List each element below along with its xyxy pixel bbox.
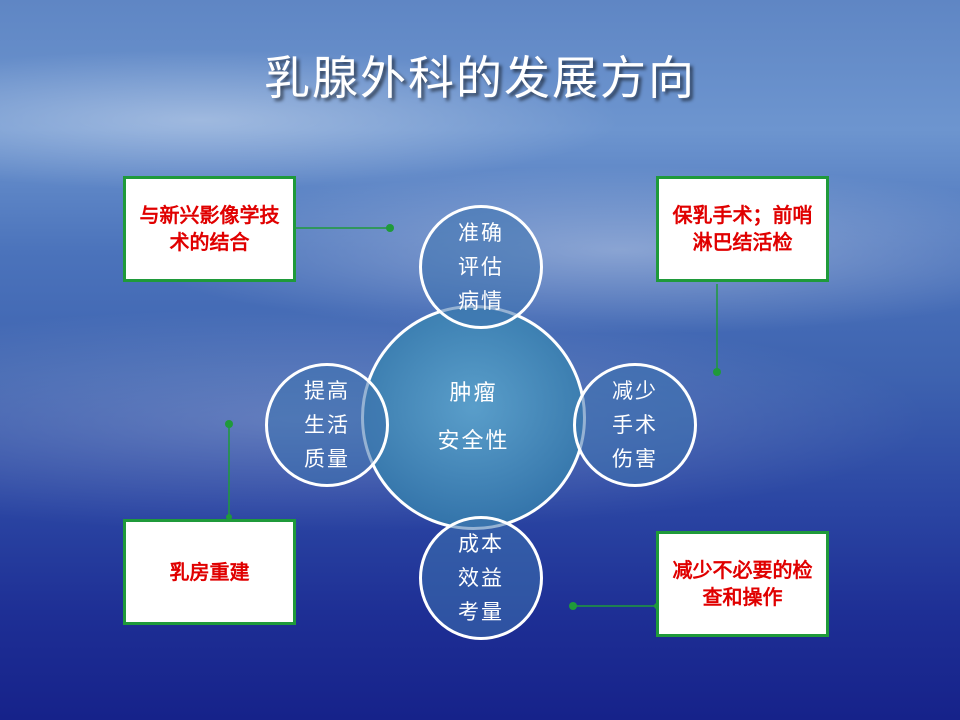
connector-dot [713,368,721,376]
connector-dot [225,420,233,428]
connector-dot [386,224,394,232]
box-bottom-right-label: 减少不必要的检查和操作 [672,558,813,609]
box-top-right-label: 保乳手术；前哨淋巴结活检 [672,203,813,254]
box-top-right: 保乳手术；前哨淋巴结活检 [656,176,829,282]
box-bottom-left-label: 乳房重建 [169,559,250,584]
center-circle: 肿瘤 安全性 [361,305,586,530]
petal-right: 减少手术伤害 [573,363,697,487]
connector-dot [226,514,232,520]
connector-dot [569,602,577,610]
petal-bottom: 成本效益考量 [419,516,543,640]
box-bottom-left: 乳房重建 [123,519,296,625]
petal-top: 准确评估病情 [419,205,543,329]
petal-bottom-label: 成本效益考量 [458,532,504,624]
petal-right-label: 减少手术伤害 [612,379,658,471]
petal-left-label: 提高生活质量 [304,379,350,471]
box-top-left: 与新兴影像学技术的结合 [123,176,296,282]
petal-top-label: 准确评估病情 [458,221,504,313]
box-bottom-right: 减少不必要的检查和操作 [656,531,829,637]
center-label-line1: 肿瘤 [449,380,498,406]
slide-title: 乳腺外科的发展方向 [264,51,696,105]
petal-left: 提高生活质量 [265,363,389,487]
center-label-line2: 安全性 [437,428,510,454]
box-top-left-label: 与新兴影像学技术的结合 [139,203,280,254]
